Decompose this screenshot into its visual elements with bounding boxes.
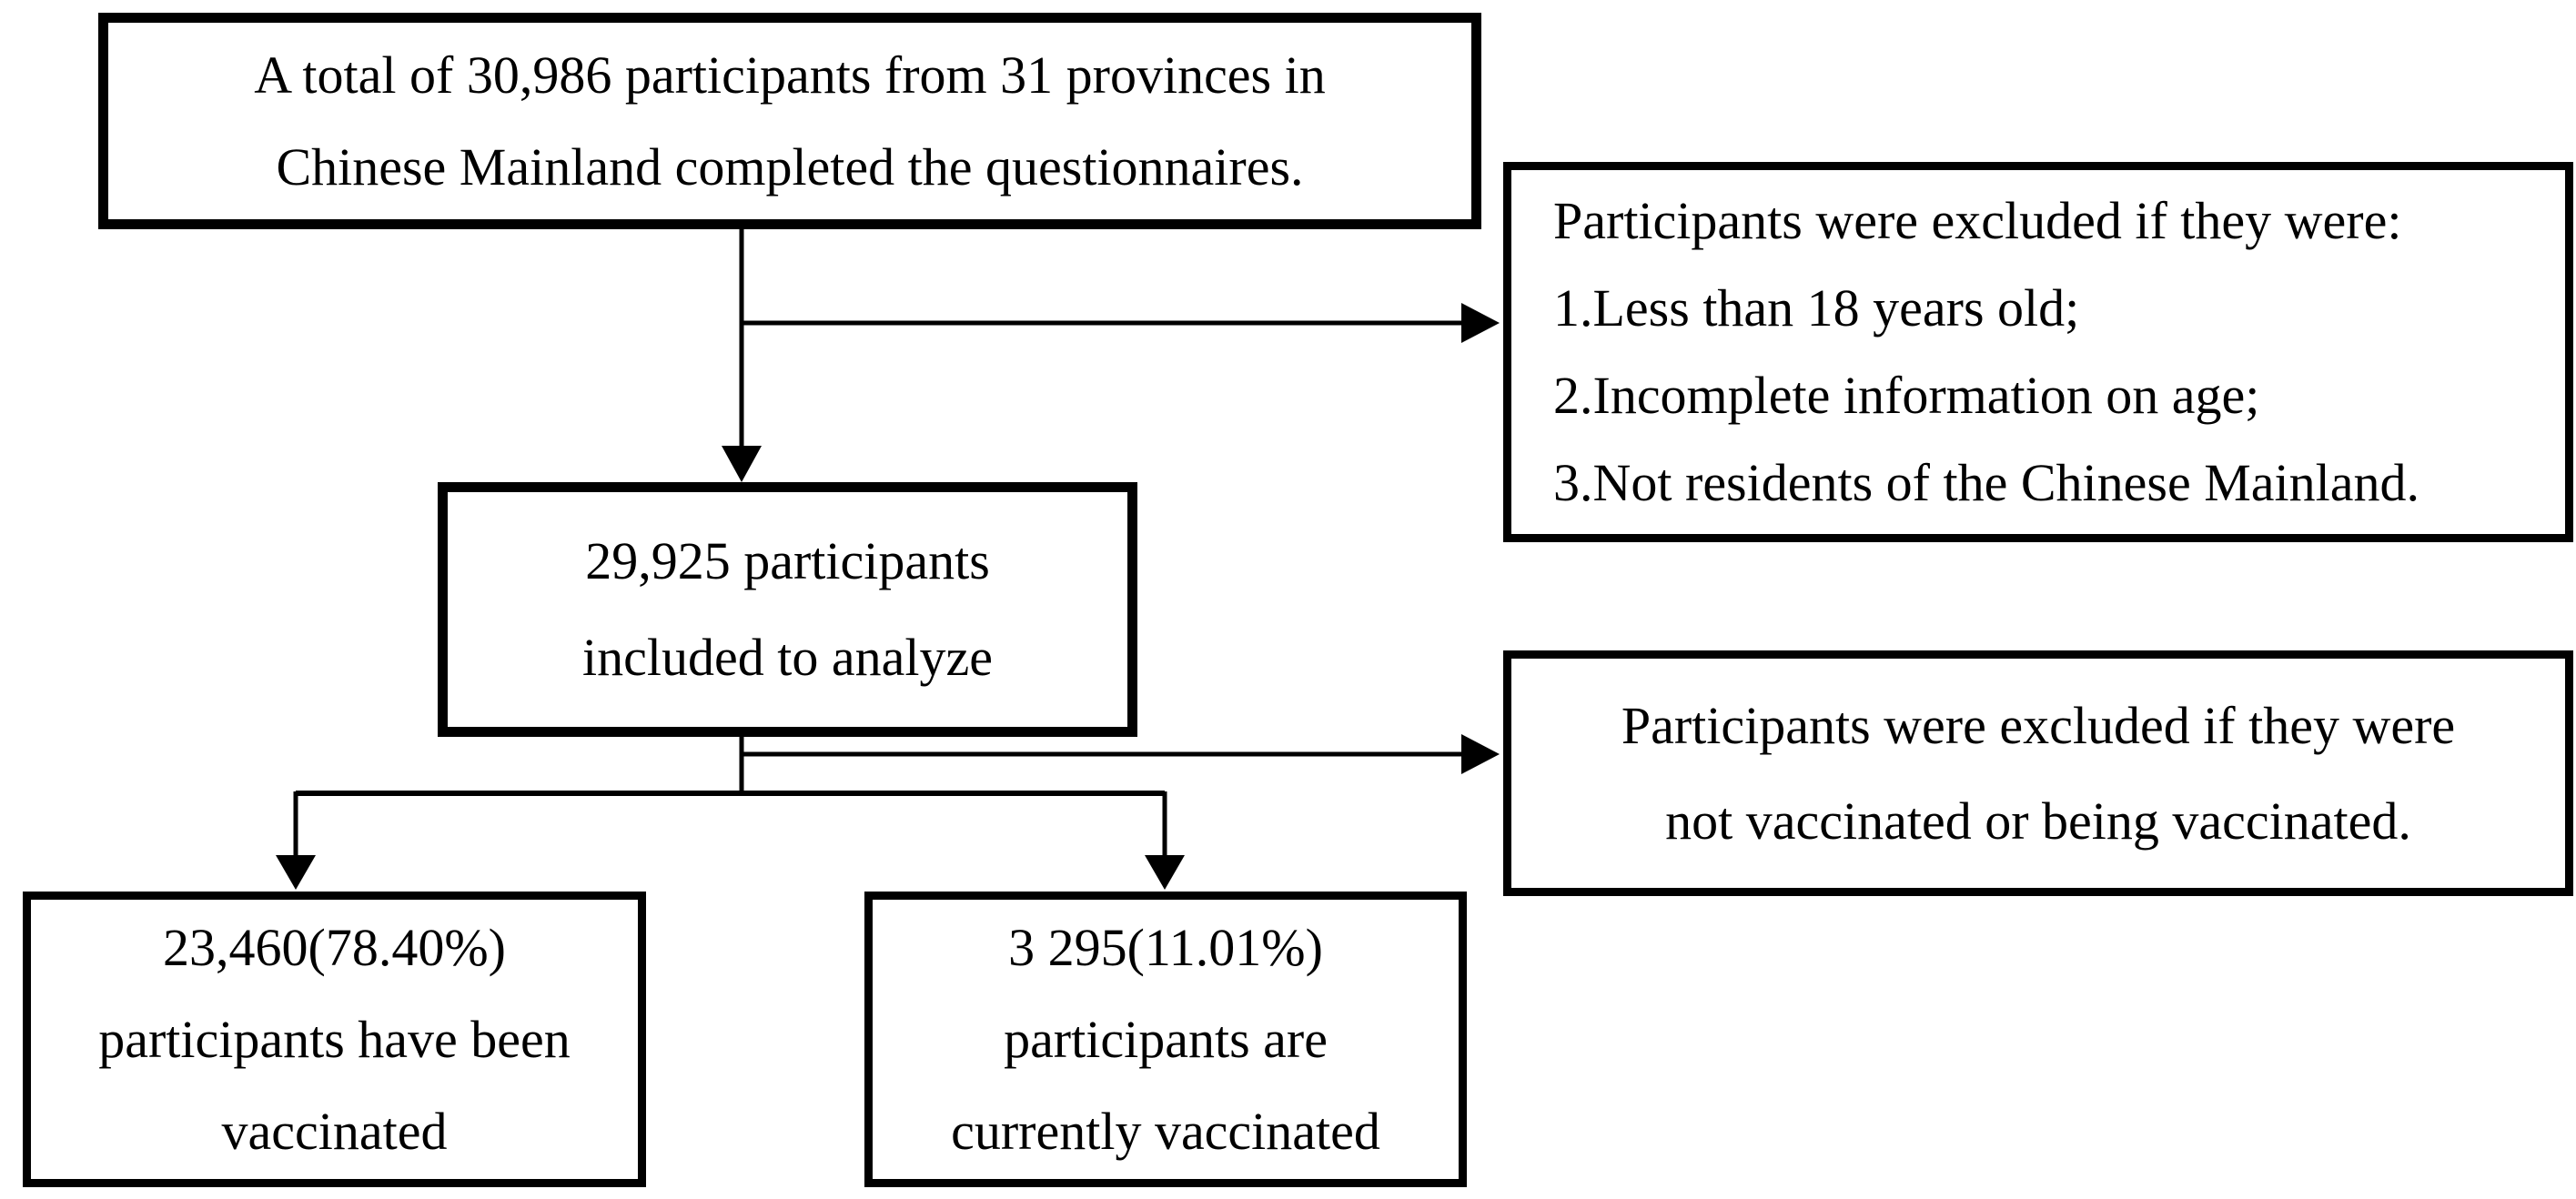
box-currently-vaccinated-line-3: currently vaccinated [951, 1102, 1380, 1161]
box-exclusion-criteria-2: Participants were excluded if they were … [1503, 650, 2573, 896]
box-included-line-2: included to analyze [582, 628, 993, 687]
box-have-been-vaccinated: 23,460(78.40%) participants have been va… [23, 892, 646, 1187]
box-exclusion-criteria-1: Participants were excluded if they were:… [1503, 162, 2573, 542]
arrowhead-into-included [722, 446, 762, 482]
box-exclusion-1-item-1: 1.Less than 18 years old; [1553, 278, 2080, 338]
box-included-to-analyze: 29,925 participants included to analyze [438, 482, 1137, 737]
box-currently-vaccinated-line-1: 3 295(11.01%) [1008, 918, 1323, 977]
box-vaccinated-line-2: participants have been [98, 1010, 571, 1069]
box-exclusion-2-line-1: Participants were excluded if they were [1621, 696, 2456, 755]
box-currently-vaccinated: 3 295(11.01%) participants are currently… [864, 892, 1467, 1187]
box-total-line-1: A total of 30,986 participants from 31 p… [254, 45, 1326, 105]
box-exclusion-1-heading: Participants were excluded if they were: [1553, 191, 2402, 250]
arrowhead-into-exclusion-1 [1461, 303, 1500, 343]
box-vaccinated-line-3: vaccinated [221, 1102, 448, 1161]
box-total-line-2: Chinese Mainland completed the questionn… [276, 137, 1304, 196]
arrowhead-into-vaccinated [276, 855, 316, 890]
box-exclusion-1-item-2: 2.Incomplete information on age; [1553, 366, 2260, 425]
box-vaccinated-line-1: 23,460(78.40%) [163, 918, 506, 977]
box-total-participants: A total of 30,986 participants from 31 p… [98, 13, 1481, 229]
box-exclusion-1-item-3: 3.Not residents of the Chinese Mainland. [1553, 453, 2419, 512]
box-exclusion-2-line-2: not vaccinated or being vaccinated. [1665, 791, 2411, 851]
box-currently-vaccinated-line-2: participants are [1004, 1010, 1328, 1069]
arrowhead-into-currently-vaccinated [1145, 855, 1185, 890]
arrowhead-into-exclusion-2 [1461, 734, 1500, 774]
box-included-line-1: 29,925 participants [585, 531, 990, 590]
